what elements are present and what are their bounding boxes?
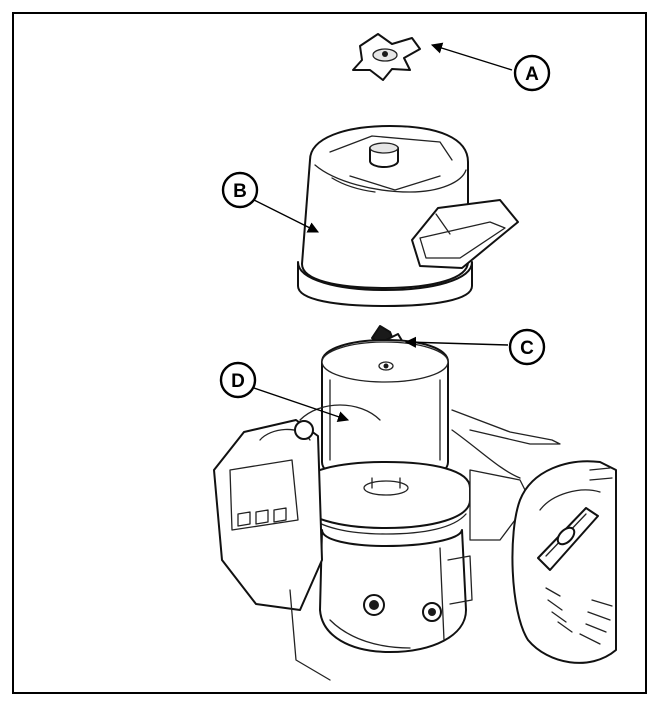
callout-c: C <box>404 328 546 366</box>
starter-vent-slots <box>545 467 613 645</box>
callout-d-label: D <box>231 371 245 392</box>
callout-c-label: C <box>520 338 534 359</box>
air-cleaner-cover-part-b <box>297 125 519 307</box>
wing-nut-part-a <box>352 33 421 81</box>
air-filter-element-part-d <box>321 339 449 485</box>
callout-b-label: B <box>233 181 247 202</box>
engine-housing <box>213 404 617 681</box>
callout-d: D <box>219 361 350 423</box>
callout-b: B <box>221 171 320 233</box>
callout-a-label: A <box>525 64 539 85</box>
callout-a: A <box>430 42 551 92</box>
